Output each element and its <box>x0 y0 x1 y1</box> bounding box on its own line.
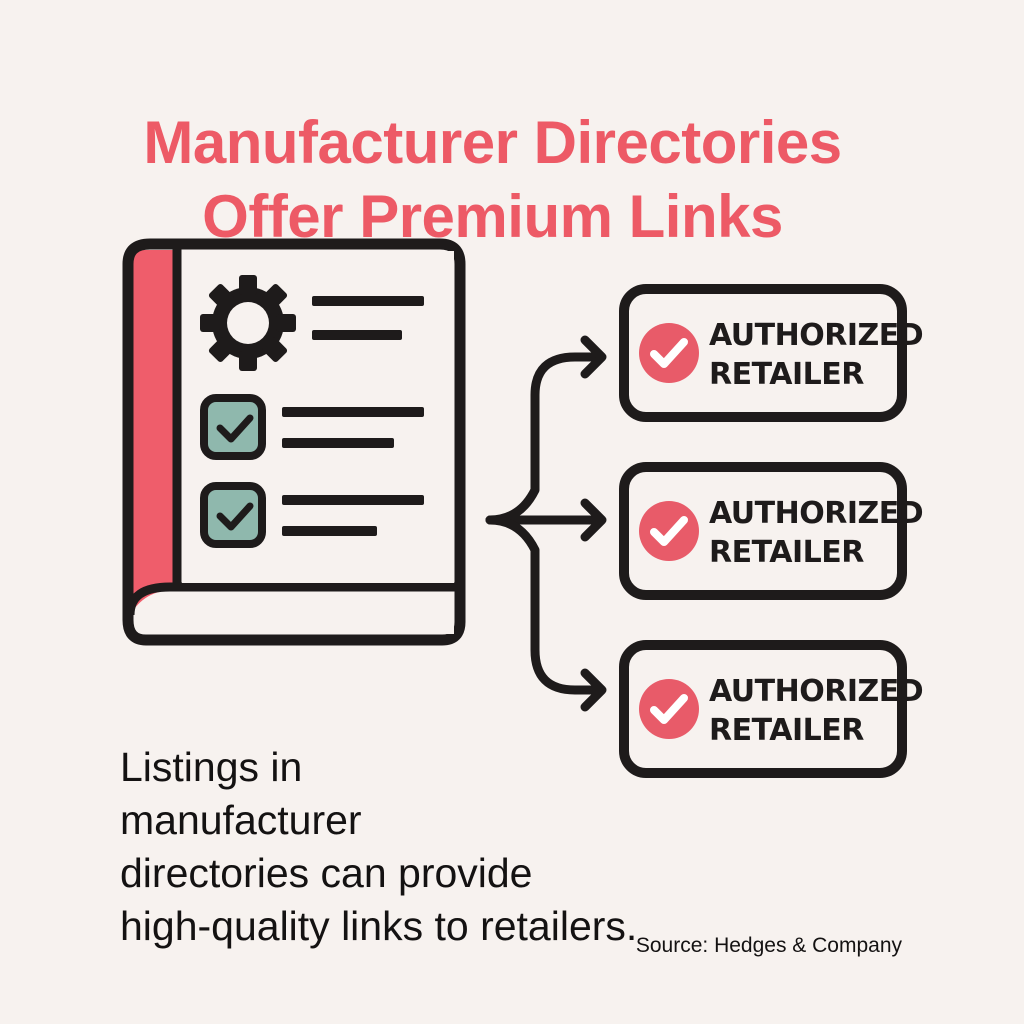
badge-authorized-retailer-3: AUTHORIZED RETAILER <box>619 640 924 778</box>
badge-line-1: AUTHORIZED <box>709 496 923 531</box>
book-directory-icon <box>122 238 466 646</box>
description: Listings in manufacturer directories can… <box>120 741 740 953</box>
text-line <box>282 526 377 536</box>
title-line-1: Manufacturer Directories <box>143 109 842 177</box>
badge-line-1: AUTHORIZED <box>709 674 923 709</box>
description-line-2: manufacturer <box>120 797 362 843</box>
text-line <box>282 407 424 417</box>
page-title: Manufacturer Directories Offer Premium L… <box>0 106 985 254</box>
text-line <box>282 495 424 505</box>
check-circle-icon <box>639 501 699 561</box>
text-line <box>312 296 424 306</box>
badge-authorized-retailer-2: AUTHORIZED RETAILER <box>619 462 924 600</box>
description-line-4: high-quality links to retailers. <box>120 903 638 949</box>
check-circle-icon <box>639 679 699 739</box>
description-line-3: directories can provide <box>120 850 533 896</box>
badge-line-2: RETAILER <box>709 357 864 392</box>
source-citation: Source: Hedges & Company <box>635 934 902 957</box>
badge-line-1: AUTHORIZED <box>709 318 923 353</box>
check-circle-icon <box>639 323 699 383</box>
checkbox-checked-icon <box>200 394 266 460</box>
text-line <box>312 330 402 340</box>
badge-line-2: RETAILER <box>709 535 864 570</box>
branch-arrows <box>485 335 607 712</box>
badge-authorized-retailer-1: AUTHORIZED RETAILER <box>619 284 924 422</box>
gear-icon <box>200 275 296 371</box>
description-line-1: Listings in <box>120 744 303 790</box>
text-line <box>282 438 394 448</box>
checkbox-checked-icon <box>200 482 266 548</box>
badge-line-2: RETAILER <box>709 713 864 748</box>
